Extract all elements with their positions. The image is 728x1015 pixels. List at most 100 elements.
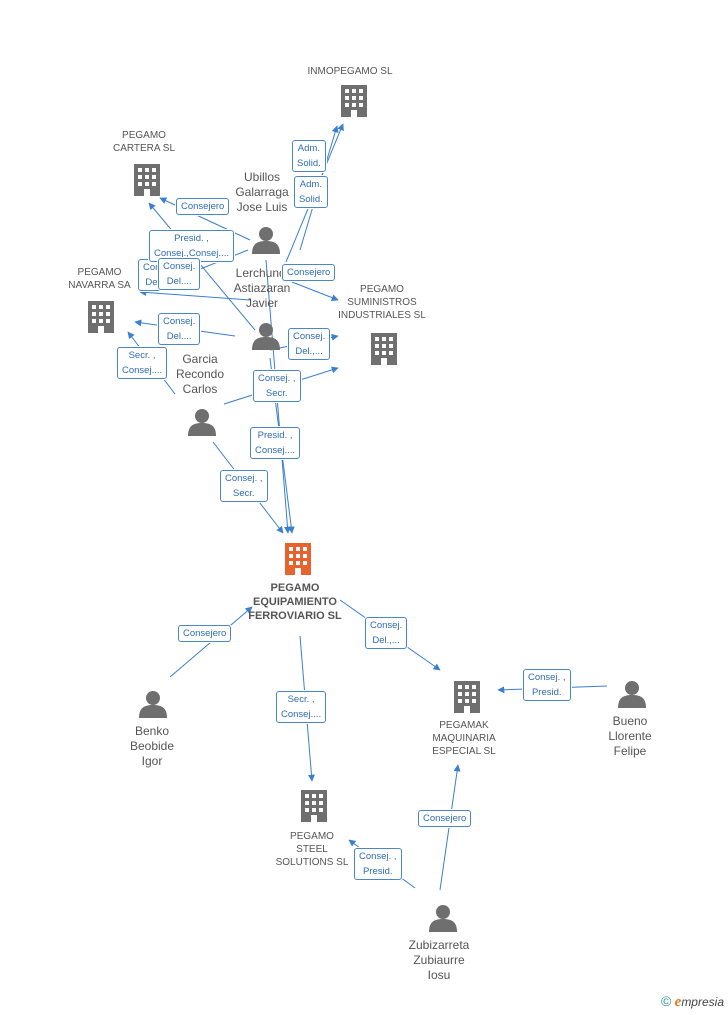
edge-lerchundi-navarra: [139, 288, 251, 301]
node-lerchundi[interactable]: Lerchundi Astiazaran Javier: [222, 266, 302, 311]
node-label-line: Carlos: [182, 382, 218, 396]
edge-lerchundi-suministros: [291, 281, 339, 301]
edge-label-line: Consej....: [281, 709, 322, 720]
node-pegamo-cartera[interactable]: PEGAMO CARTERA SL: [94, 129, 194, 155]
suministros-building-icon: [371, 333, 397, 365]
edge-label-line: Consejero: [423, 813, 467, 824]
edge-label-consej-del-suministros[interactable]: Consej.Del.,...: [288, 328, 331, 360]
node-pegamak[interactable]: PEGAMAK MAQUINARIA ESPECIAL SL: [414, 719, 514, 758]
node-label-line: NAVARRA SA: [68, 280, 131, 291]
node-label-line: Bueno: [612, 714, 648, 728]
edge-lerchundi-cartera: [148, 202, 256, 331]
edge-label-presid-consej[interactable]: Presid. ,Consej.,Consej....: [149, 230, 234, 262]
edge-label-line: Adm.: [297, 143, 320, 154]
edge-label-line: Secr.: [232, 488, 255, 499]
node-label-line: PEGAMAK: [439, 720, 489, 731]
node-zubizarreta[interactable]: Zubizarreta Zubiaurre Iosu: [394, 938, 484, 983]
node-pegamo-navarra[interactable]: PEGAMO NAVARRA SA: [52, 266, 147, 292]
node-label-line: SOLUTIONS SL: [275, 857, 349, 868]
node-label-line: Lerchundi: [235, 266, 289, 280]
node-label-line: Galarraga: [235, 185, 289, 199]
edge-label-adm-solid-1[interactable]: Adm. Solid.: [292, 140, 326, 172]
edge-label-consejero-cartera[interactable]: Consejero: [176, 198, 230, 215]
copyright-symbol: ©: [660, 993, 672, 1009]
node-garcia[interactable]: Garcia Recondo Carlos: [160, 352, 240, 397]
node-label-line: Ubillos: [243, 170, 280, 184]
node-label-line: EQUIPAMIENTO: [253, 596, 337, 608]
node-label-line: Zubizarreta: [408, 938, 470, 952]
node-label-line: INDUSTRIALES SL: [338, 310, 426, 321]
node-pegamo-steel[interactable]: PEGAMO STEEL SOLUTIONS SL: [262, 830, 362, 869]
pegamak-building-icon: [454, 681, 480, 713]
edge-label-presid-consej-focus[interactable]: Presid. , Consej....: [250, 427, 301, 459]
edge-label-line: Consejero: [181, 201, 225, 212]
edge-label-consej-presid-steel[interactable]: Consej. , Presid.: [354, 848, 402, 880]
edge-label-line: Consej.: [163, 261, 196, 272]
steel-building-icon: [301, 790, 327, 822]
node-label-line: Llorente: [608, 729, 652, 743]
edge-label-line: Del....: [166, 276, 192, 287]
node-label-line: Igor: [141, 754, 163, 768]
edge-label-consejero-zubizarreta[interactable]: Consejero: [418, 810, 472, 827]
node-label-line: PEGAMO: [270, 582, 320, 594]
edge-label-line: Consej....: [255, 445, 296, 456]
node-label-line: PEGAMO: [77, 267, 122, 278]
edge-label-line: Solid.: [297, 158, 321, 169]
node-label-line: SUMINISTROS: [347, 297, 417, 308]
edge-label-secr-consej-steel[interactable]: Secr. , Consej....: [276, 691, 327, 723]
edge-label-line: Secr.: [265, 388, 288, 399]
edge-label-consej-secr-suministros[interactable]: Consej. ,Secr.: [253, 370, 301, 402]
edge-label-line: Consejero: [287, 267, 331, 278]
edge-label-secr-consej-navarra[interactable]: Secr. ,Consej....: [117, 347, 168, 379]
navarra-building-icon: [88, 301, 114, 333]
node-label-line: Benko: [134, 724, 170, 738]
edge-label-line: Presid. ,: [174, 233, 209, 244]
brand-logo[interactable]: © empresia: [661, 993, 724, 1011]
edge-label-line: Consej. ,: [528, 672, 566, 683]
benko-person-icon: [139, 691, 167, 718]
node-label-line: Iosu: [427, 968, 451, 982]
inmopegamo-building-icon: [341, 85, 367, 117]
edge-zubizarreta-pegamak: [439, 764, 461, 891]
node-benko[interactable]: Benko Beobide Igor: [112, 724, 192, 769]
focus-building-icon: [285, 543, 311, 575]
edge-label-line: Del.,...: [372, 635, 400, 646]
edge-label-adm-solid-2[interactable]: Adm.Solid.: [294, 176, 328, 208]
node-label-line: ESPECIAL SL: [432, 746, 496, 757]
edge-label-consej-del-navarra-2[interactable]: Consej.Del....: [158, 313, 201, 345]
edge-label-line: Presid.: [531, 687, 562, 698]
edge-label-line: Consej: [143, 260, 173, 275]
node-label-line: FERROVIARIO SL: [248, 610, 342, 622]
node-label-line: STEEL: [296, 844, 328, 855]
node-label-line: Garcia: [182, 352, 218, 366]
node-bueno[interactable]: Bueno Llorente Felipe: [590, 714, 670, 759]
edge-label-consej-del-navarra[interactable]: Consej. Del....: [158, 258, 201, 290]
node-label-line: Jose Luis: [236, 200, 288, 214]
node-inmopegamo[interactable]: INMOPEGAMO SL: [290, 65, 410, 78]
node-label: INMOPEGAMO SL: [307, 66, 393, 77]
garcia-person-icon: [188, 409, 216, 436]
edge-label-consej-presid-bueno[interactable]: Consej. , Presid.: [523, 669, 571, 701]
node-label-line: MAQUINARIA: [432, 733, 496, 744]
edge-label-consejero-suministros[interactable]: Consejero: [282, 264, 336, 281]
edge-label-line: Consej. ,: [225, 473, 263, 484]
node-pegamo-equipamiento[interactable]: PEGAMO EQUIPAMIENTO FERROVIARIO SL: [236, 581, 354, 623]
lerchundi-person-icon: [252, 323, 280, 350]
edge-label-line: Secr. ,: [287, 694, 315, 705]
edge-label-consejero-benko[interactable]: Consejero: [178, 625, 232, 642]
edge-label-line: Presid. ,: [257, 430, 293, 441]
node-label-line: Beobide: [129, 739, 175, 753]
edge-label-line: Consej.: [163, 316, 196, 327]
edge-label-line: Consej.: [370, 620, 403, 631]
brand-name: mpresia: [681, 995, 724, 1009]
node-label-line: Astiazaran: [233, 281, 291, 295]
brand-initial: e: [674, 994, 682, 1010]
edge-label-line: Del....: [143, 275, 173, 290]
node-pegamo-suministros[interactable]: PEGAMO SUMINISTROS INDUSTRIALES SL: [328, 283, 436, 322]
node-ubillos[interactable]: Ubillos Galarraga Jose Luis: [222, 170, 302, 215]
edge-label-consej-secr-focus[interactable]: Consej. , Secr.: [220, 470, 268, 502]
edge-label-line: Presid.: [362, 866, 393, 877]
edge-label-line: Consej. ,: [359, 851, 397, 862]
edge-label-consej-del-pegamak[interactable]: Consej. Del.,...: [365, 617, 408, 649]
edge-label-line: Adm.: [299, 179, 322, 190]
